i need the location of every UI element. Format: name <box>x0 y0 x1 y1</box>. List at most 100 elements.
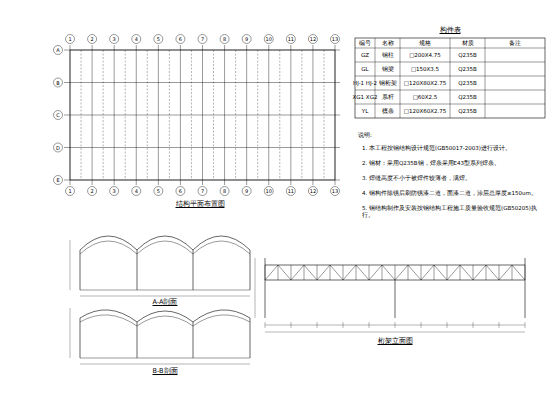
axis-bubble <box>198 35 207 44</box>
dimension-tick <box>265 322 266 328</box>
axis-bubble <box>54 46 63 55</box>
table-cell: 规格 <box>419 40 431 47</box>
axis-label: 1 <box>68 188 71 194</box>
dimension-tick <box>499 322 500 328</box>
axis-bubble <box>132 35 141 44</box>
table-cell: 檩条 <box>382 108 394 115</box>
axis-bubble <box>198 187 207 196</box>
axis-bubble <box>154 35 163 44</box>
truss-diagonal <box>382 265 395 280</box>
table-cell: 钢柱 <box>382 52 394 59</box>
table-cell: 备注 <box>509 40 521 47</box>
purlin-line <box>147 50 148 180</box>
dimension-tick <box>317 322 318 328</box>
purlin-line <box>301 50 302 180</box>
axis-bubble <box>264 187 273 196</box>
arch-frame <box>70 308 250 364</box>
truss-diagonal <box>304 265 317 280</box>
view-title: B-B剖面 <box>152 368 177 376</box>
truss-vertical <box>265 265 266 280</box>
truss-diagonal <box>278 265 291 280</box>
axis-label: 10 <box>266 188 272 194</box>
axis-label: B <box>56 80 59 86</box>
table-cell: □200X4.75 <box>409 52 441 59</box>
axis-label: C <box>56 112 60 118</box>
note-text: 4. 钢构件除锈后刷防锈漆二道，面漆二道，涂层总厚度≥150um。 <box>362 190 542 197</box>
truss-diagonal <box>421 265 434 280</box>
truss-vertical <box>421 265 422 280</box>
table-cell: 系杆 <box>382 94 394 101</box>
axis-bubble <box>54 143 63 152</box>
truss-diagonal <box>512 265 525 280</box>
view-title: A-A剖面 <box>153 299 178 307</box>
axis-label: 6 <box>179 36 182 42</box>
axis-label: 13 <box>332 36 338 42</box>
truss-vertical <box>525 265 526 280</box>
dimension-tick <box>447 322 448 328</box>
axis-bubble <box>66 187 75 196</box>
truss-elevation <box>255 258 525 332</box>
truss-vertical <box>356 265 357 280</box>
truss-vertical <box>473 265 474 280</box>
table-cell: XG1 XG2 <box>353 94 378 101</box>
dimension-tick <box>395 322 396 328</box>
axis-bubble <box>331 35 340 44</box>
truss-diagonal <box>447 265 460 280</box>
table-cell: 材质 <box>462 40 474 47</box>
axis-label: 3 <box>113 188 116 194</box>
axis-bubble <box>264 35 273 44</box>
purlin-line <box>169 50 170 180</box>
view-title: 桁架立面图 <box>378 338 413 346</box>
note-text: 3. 焊缝高度不小于被焊件较薄者，满焊。 <box>362 175 542 182</box>
truss-vertical <box>499 265 500 280</box>
axis-bubble <box>242 35 251 44</box>
purlin-line <box>103 50 104 180</box>
table-cell: HJ-1 HJ-2 <box>353 80 377 87</box>
dimension-tick <box>369 322 370 328</box>
purlin-line <box>125 50 126 180</box>
truss-diagonal <box>460 265 473 280</box>
axis-label: 7 <box>201 188 204 194</box>
dimension-tick <box>473 322 474 328</box>
table-cell: □120X80X2.75 <box>404 80 446 87</box>
axis-label: 3 <box>113 36 116 42</box>
axis-label: 1 <box>68 36 71 42</box>
note-text: 2. 钢材：采用Q235B钢，焊条采用E43型系列焊条。 <box>362 160 542 167</box>
axis-bubble <box>132 187 141 196</box>
table-cell: Q235B <box>458 108 477 115</box>
axis-label: 8 <box>223 36 226 42</box>
truss-diagonal <box>356 265 369 280</box>
truss-vertical <box>304 265 305 280</box>
truss-vertical <box>486 265 487 280</box>
axis-bubble <box>176 35 185 44</box>
table-cell: □60X2.5 <box>413 94 438 101</box>
truss-diagonal <box>369 265 382 280</box>
dimension-tick <box>291 322 292 328</box>
axis-bubble <box>54 176 63 185</box>
axis-bubble <box>286 187 295 196</box>
table-grid <box>355 38 545 118</box>
dimension-tick <box>343 322 344 328</box>
table-cell: GZ <box>361 52 369 59</box>
axis-label: 9 <box>245 188 248 194</box>
table-title: 构件表 <box>440 27 461 35</box>
truss-vertical <box>395 265 396 280</box>
axis-label: 8 <box>223 188 226 194</box>
arch-frame <box>70 236 250 296</box>
axis-label: 6 <box>179 188 182 194</box>
table-cell: Q235B <box>458 52 477 59</box>
table-cell: □150X3.5 <box>411 66 439 73</box>
axis-bubble <box>66 35 75 44</box>
axis-label: E <box>56 177 59 183</box>
purlin-line <box>323 50 324 180</box>
axis-bubble <box>154 187 163 196</box>
note-text: 1. 本工程按钢结构设计规范(GB50017-2003)进行设计。 <box>362 145 542 152</box>
table-cell: 编号 <box>359 40 371 47</box>
axis-bubble <box>308 187 317 196</box>
truss-vertical <box>408 265 409 280</box>
axis-label: 9 <box>245 36 248 42</box>
truss-diagonal <box>395 265 408 280</box>
table-cell: GL <box>361 66 368 73</box>
truss-vertical <box>447 265 448 280</box>
